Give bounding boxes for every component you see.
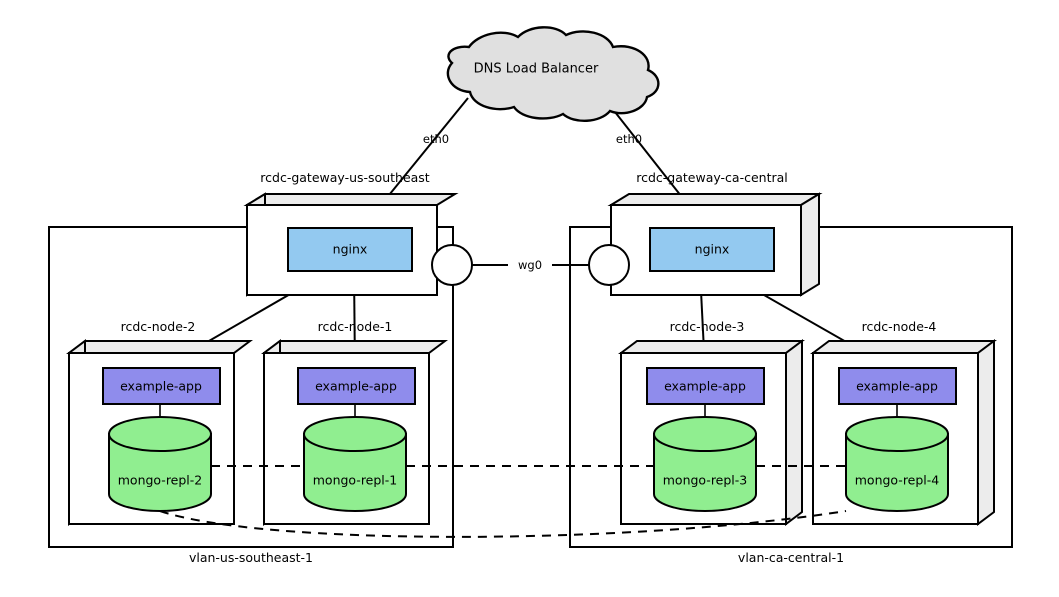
node-1-top-face: [261, 340, 448, 354]
node-rcdc-node-1[interactable]: rcdc-node-1 example-app mongo-repl-1: [261, 319, 448, 526]
gateway-us-nginx-label: nginx: [333, 242, 368, 257]
node-3-app-label: example-app: [664, 379, 746, 394]
node-4-db-cylinder[interactable]: mongo-repl-4: [845, 416, 949, 512]
node-2-db-top: [108, 416, 212, 452]
vlan-us-label: vlan-us-southeast-1: [189, 550, 313, 565]
node-2-label: rcdc-node-2: [121, 319, 196, 334]
node-2-db-cylinder[interactable]: mongo-repl-2: [108, 416, 212, 512]
edge-wg0-tunnel: wg0: [470, 256, 590, 274]
gateway-ca-side-face: [800, 192, 820, 297]
gateway-ca-nginx-label: nginx: [695, 242, 730, 257]
node-3-db-cylinder[interactable]: mongo-repl-3: [653, 416, 757, 512]
cloud-label: DNS Load Balancer: [474, 62, 599, 77]
gateway-us-top-face: [243, 193, 459, 206]
wg0-label-bg: [508, 256, 552, 274]
node-3-side-face: [785, 339, 803, 526]
node-rcdc-node-3[interactable]: rcdc-node-3 example-app mongo-repl-3: [618, 319, 805, 526]
node-4-app-box[interactable]: [838, 367, 957, 405]
eth0-label-ca: eth0: [616, 132, 642, 146]
gateway-ca-top-face: [607, 193, 823, 206]
node-4-db-label: mongo-repl-4: [855, 473, 940, 488]
gateway-ca-nginx-box[interactable]: [649, 227, 775, 272]
node-1-label: rcdc-node-1: [318, 319, 393, 334]
dns-load-balancer[interactable]: DNS Load Balancer: [446, 26, 660, 122]
node-2-db-label: mongo-repl-2: [118, 473, 203, 488]
node-4-db-top: [845, 416, 949, 452]
node-rcdc-node-2[interactable]: rcdc-node-2 example-app mongo-repl-2: [66, 319, 253, 526]
gateway-us-nginx-box[interactable]: [287, 227, 413, 272]
node-3-db-top: [653, 416, 757, 452]
node-2-app-label: example-app: [120, 379, 202, 394]
node-2-app-box[interactable]: [102, 367, 221, 405]
gateway-us-wg-interface[interactable]: [431, 244, 473, 286]
node-4-side-face: [977, 339, 995, 526]
node-3-app-box[interactable]: [646, 367, 765, 405]
gateway-ca-label: rcdc-gateway-ca-central: [636, 170, 788, 185]
vlan-ca-label: vlan-ca-central-1: [738, 550, 844, 565]
wg0-label: wg0: [518, 258, 542, 272]
node-1-db-cylinder[interactable]: mongo-repl-1: [303, 416, 407, 512]
eth0-label-us: eth0: [423, 132, 449, 146]
node-1-db-body: [303, 433, 407, 512]
node-3-label: rcdc-node-3: [670, 319, 745, 334]
cloud-shape: [446, 26, 660, 122]
node-1-app-box[interactable]: [297, 367, 416, 405]
gateway-ca-central[interactable]: rcdc-gateway-ca-central nginx: [588, 170, 823, 297]
gateway-us-label: rcdc-gateway-us-southeast: [260, 170, 430, 185]
gateway-us-southeast[interactable]: rcdc-gateway-us-southeast nginx: [243, 170, 473, 297]
gateway-ca-wg-interface[interactable]: [588, 244, 630, 286]
node-3-db-label: mongo-repl-3: [663, 473, 748, 488]
node-rcdc-node-4[interactable]: rcdc-node-4 example-app mongo-repl-4: [810, 319, 997, 526]
node-4-top-face: [810, 340, 997, 354]
node-1-db-top: [303, 416, 407, 452]
repl-link-2-to-4: [159, 510, 847, 538]
node-1-db-label: mongo-repl-1: [313, 473, 398, 488]
replication-links: [159, 465, 847, 538]
node-4-app-label: example-app: [856, 379, 938, 394]
node-1-app-label: example-app: [315, 379, 397, 394]
node-3-db-body: [653, 433, 757, 512]
node-2-top-face: [66, 340, 253, 354]
node-3-top-face: [618, 340, 805, 354]
node-4-db-body: [845, 433, 949, 512]
node-4-label: rcdc-node-4: [862, 319, 937, 334]
